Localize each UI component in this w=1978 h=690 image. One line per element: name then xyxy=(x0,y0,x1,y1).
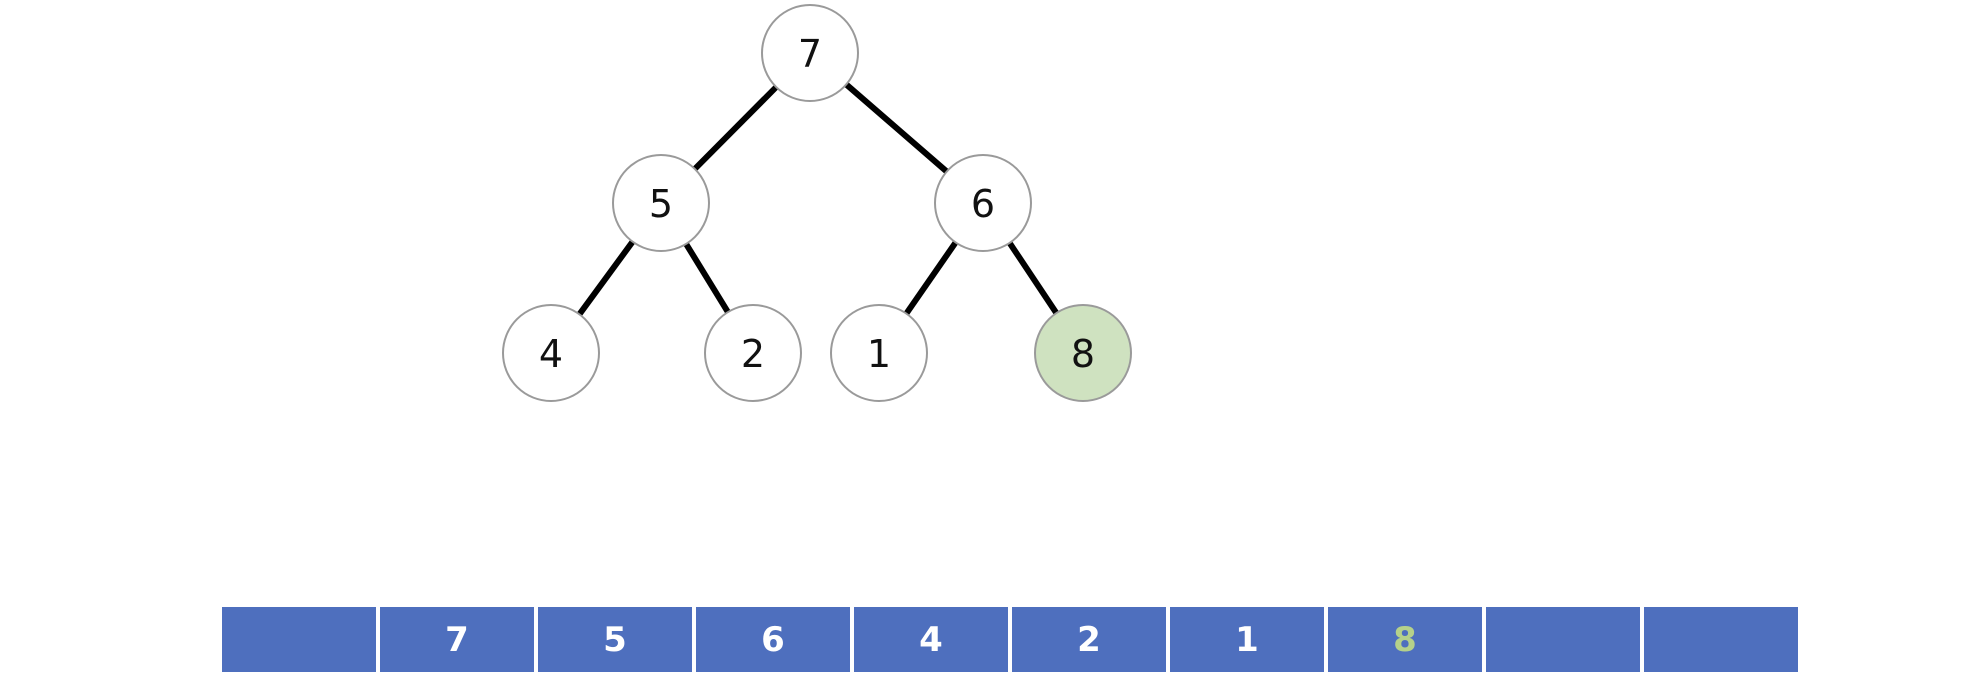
tree-edge xyxy=(683,242,731,314)
tree-node-circle xyxy=(934,154,1032,252)
tree-edge-layer xyxy=(576,82,1059,317)
tree-node-7[interactable]: 7 xyxy=(761,4,859,102)
array-cell-value: 1 xyxy=(1235,619,1259,660)
array-cell-1[interactable]: 7 xyxy=(380,607,534,672)
array-cell-5[interactable]: 2 xyxy=(1012,607,1166,672)
array-cell-0[interactable] xyxy=(222,607,376,672)
tree-node-circle xyxy=(502,304,600,402)
tree-node-label: 6 xyxy=(971,182,995,226)
array-cell-value: 7 xyxy=(445,619,469,660)
heap-array: 7 5 6 4 2 1 8 xyxy=(222,607,1798,672)
tree-edge xyxy=(692,84,779,172)
array-cell-6[interactable]: 1 xyxy=(1170,607,1324,672)
tree-node-circle xyxy=(761,4,859,102)
tree-node-circle-highlighted xyxy=(1034,304,1132,402)
array-cell-3[interactable]: 6 xyxy=(696,607,850,672)
array-cell-value: 4 xyxy=(919,619,943,660)
tree-node-circle xyxy=(830,304,928,402)
tree-edge xyxy=(844,82,949,174)
tree-node-layer: 7 5 6 4 2 1 8 xyxy=(502,4,1132,402)
array-cell-value: 2 xyxy=(1077,619,1101,660)
tree-node-label: 4 xyxy=(539,332,563,376)
array-cell-value: 8 xyxy=(1393,619,1417,660)
array-cell-9[interactable] xyxy=(1644,607,1798,672)
tree-edge xyxy=(1007,241,1059,315)
tree-node-label: 8 xyxy=(1071,332,1095,376)
array-cell-value: 5 xyxy=(603,619,627,660)
tree-node-6[interactable]: 6 xyxy=(934,154,1032,252)
tree-node-8[interactable]: 8 xyxy=(1034,304,1132,402)
tree-node-label: 7 xyxy=(798,32,822,76)
array-cell-4[interactable]: 4 xyxy=(854,607,1008,672)
tree-node-4[interactable]: 4 xyxy=(502,304,600,402)
array-cell-2[interactable]: 5 xyxy=(538,607,692,672)
tree-node-label: 5 xyxy=(649,182,673,226)
tree-node-circle xyxy=(704,304,802,402)
array-cell-7[interactable]: 8 xyxy=(1328,607,1482,672)
tree-node-1[interactable]: 1 xyxy=(830,304,928,402)
tree-edge xyxy=(903,240,959,316)
heap-tree: 7 5 6 4 2 1 8 xyxy=(502,4,1132,402)
tree-node-circle xyxy=(612,154,710,252)
array-cell-8[interactable] xyxy=(1486,607,1640,672)
tree-node-2[interactable]: 2 xyxy=(704,304,802,402)
tree-node-5[interactable]: 5 xyxy=(612,154,710,252)
tree-edge xyxy=(576,239,636,317)
tree-node-label: 1 xyxy=(867,332,891,376)
tree-node-label: 2 xyxy=(741,332,765,376)
array-cell-value: 6 xyxy=(761,619,785,660)
